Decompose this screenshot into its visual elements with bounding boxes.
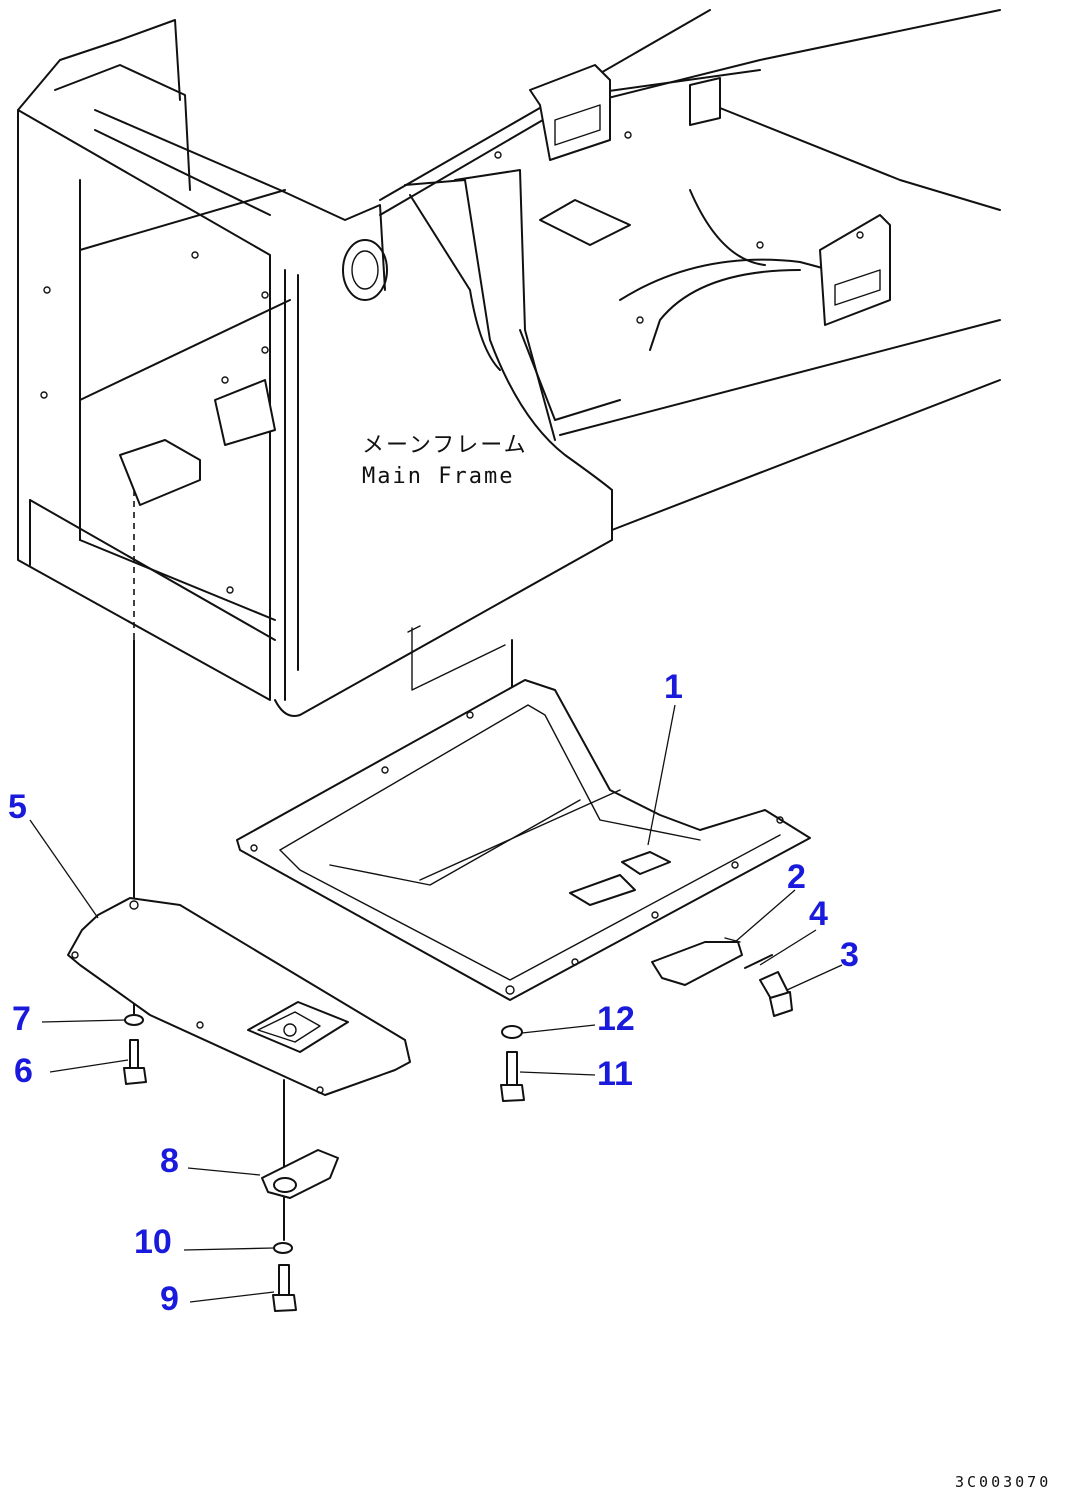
main-frame-drawing — [17, 9, 1001, 717]
undercover-main — [236, 679, 811, 1001]
washer-part-12 — [501, 1025, 523, 1039]
callout-4: 4 — [809, 895, 828, 933]
cover-plate-small — [651, 941, 743, 986]
undercover-left — [67, 897, 411, 1096]
callout-10: 10 — [134, 1223, 172, 1261]
bolt-part-6 — [123, 1039, 147, 1085]
callout-12: 12 — [597, 1000, 635, 1038]
washer-part-7 — [124, 1014, 144, 1026]
bolt-part-9 — [272, 1264, 297, 1312]
bolt-part-11 — [500, 1051, 525, 1102]
bolt-part-3 — [759, 971, 793, 1017]
callout-11: 11 — [597, 1055, 633, 1093]
plate-part-8 — [261, 1149, 339, 1199]
callout-1: 1 — [664, 668, 683, 706]
main-frame-label-jp: メーンフレーム — [362, 433, 528, 458]
callout-6: 6 — [14, 1052, 33, 1090]
callout-7: 7 — [12, 1000, 31, 1038]
washer-part-10 — [273, 1242, 293, 1254]
callout-2: 2 — [787, 858, 806, 896]
callout-9: 9 — [160, 1280, 179, 1318]
shim — [744, 954, 773, 969]
callout-3: 3 — [840, 936, 859, 974]
callout-leaders — [29, 704, 843, 1303]
callout-8: 8 — [160, 1142, 179, 1180]
callout-5: 5 — [8, 788, 27, 826]
main-frame-label-en: Main Frame — [362, 464, 514, 489]
drawing-code: 3C003070 — [955, 1473, 1051, 1491]
